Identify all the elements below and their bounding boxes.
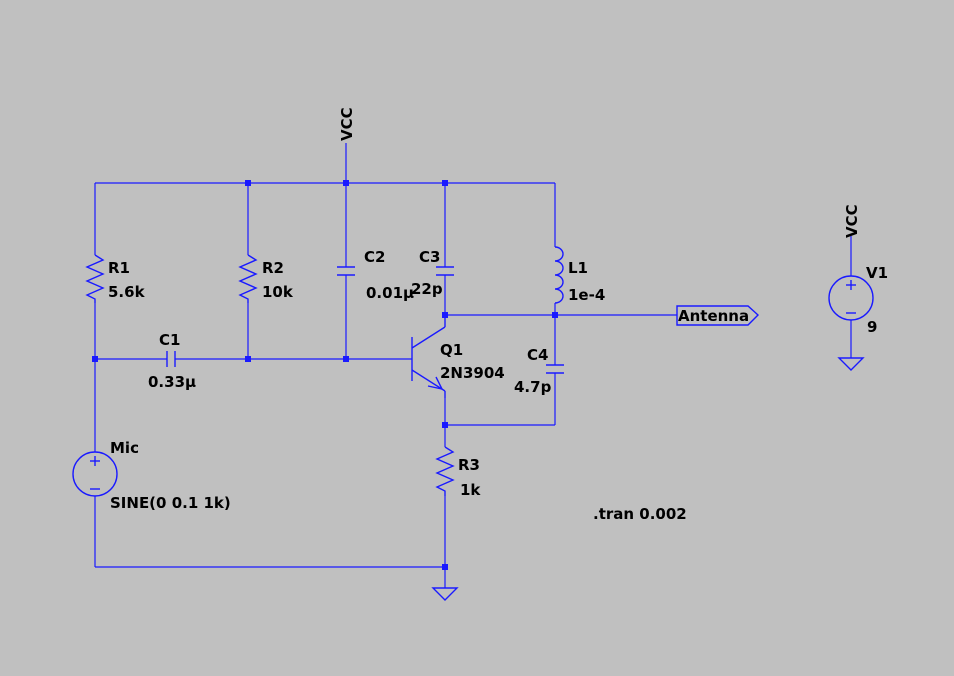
vcc-label: VCC [338,107,356,141]
q1-value: 2N3904 [440,364,505,382]
v1-name: V1 [866,264,888,282]
inductor-l1[interactable] [554,246,564,304]
ground-icon[interactable] [431,587,459,601]
l1-name: L1 [568,259,588,277]
junction-dot [245,356,251,362]
c1-name: C1 [159,331,180,349]
r2-value: 10k [262,283,294,301]
junction-dot [552,312,558,318]
transistor-q1[interactable] [411,315,446,398]
c2-value: 0.01µ [366,284,414,302]
mic-name: Mic [110,439,139,457]
junction-dot [343,180,349,186]
l1-value: 1e-4 [568,286,605,304]
voltage-source-v1[interactable] [828,275,874,321]
voltage-source-mic[interactable] [72,451,118,497]
vcc-label: VCC [843,204,861,238]
capacitor-c2[interactable] [337,266,355,276]
c1-value: 0.33µ [148,373,196,391]
q1-name: Q1 [440,341,463,359]
r1-name: R1 [108,259,130,277]
ground-icon[interactable] [837,357,865,371]
c2-name: C2 [364,248,385,266]
c3-name: C3 [419,248,440,266]
resistor-r3[interactable] [435,446,455,496]
capacitor-c3[interactable] [436,266,454,276]
r3-name: R3 [458,456,480,474]
emitter-arrow-icon [427,376,444,390]
wires [94,143,852,588]
r2-name: R2 [262,259,284,277]
r1-value: 5.6k [108,283,146,301]
junction-dot [442,180,448,186]
capacitor-c1[interactable] [166,351,176,367]
c4-name: C4 [527,346,548,364]
junction-dot [92,356,98,362]
r3-value: 1k [460,481,481,499]
resistor-r1[interactable] [85,254,105,303]
antenna-label: Antenna [678,307,749,325]
spice-directive[interactable]: .tran 0.002 [593,505,687,523]
junction-dot [442,564,448,570]
antenna-flag[interactable] [676,305,760,326]
junction-dot [245,180,251,186]
mic-value: SINE(0 0.1 1k) [110,494,231,512]
junction-dot [442,422,448,428]
v1-value: 9 [867,318,877,336]
c3-value: 22p [411,280,443,298]
junction-dot [343,356,349,362]
resistor-r2[interactable] [238,254,258,303]
c4-value: 4.7p [514,378,552,396]
capacitor-c4[interactable] [546,364,564,374]
